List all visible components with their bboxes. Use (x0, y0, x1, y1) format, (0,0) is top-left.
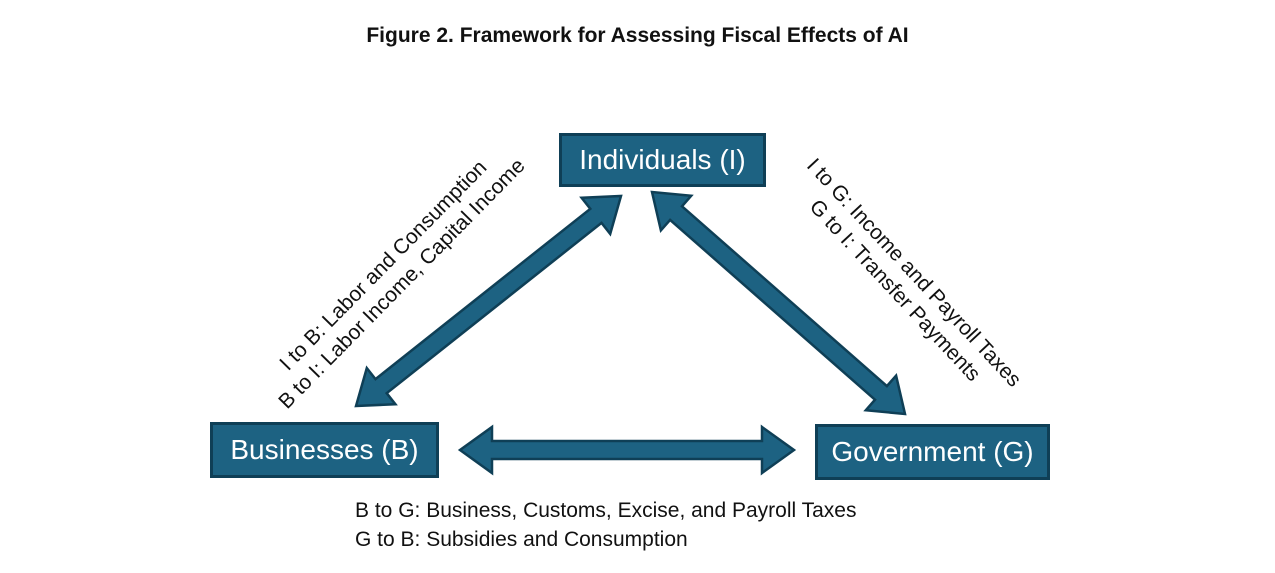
businesses-government-flow-label: B to G: Business, Customs, Excise, and P… (355, 496, 857, 554)
government-node: Government (G) (815, 424, 1050, 480)
businesses-government-double-arrow-icon (457, 424, 797, 476)
individuals-government-double-arrow-icon (650, 190, 907, 416)
businesses-label: Businesses (B) (230, 434, 419, 465)
government-label: Government (G) (831, 436, 1034, 467)
individuals-businesses-double-arrow-icon (354, 194, 623, 408)
figure-title: Figure 2. Framework for Assessing Fiscal… (366, 24, 909, 47)
g-to-b-text: G to B: Subsidies and Consumption (355, 528, 688, 551)
individuals-node: Individuals (I) (559, 133, 766, 187)
individuals-label: Individuals (I) (579, 144, 746, 175)
businesses-node: Businesses (B) (210, 422, 439, 478)
b-to-g-text: B to G: Business, Customs, Excise, and P… (355, 499, 857, 522)
